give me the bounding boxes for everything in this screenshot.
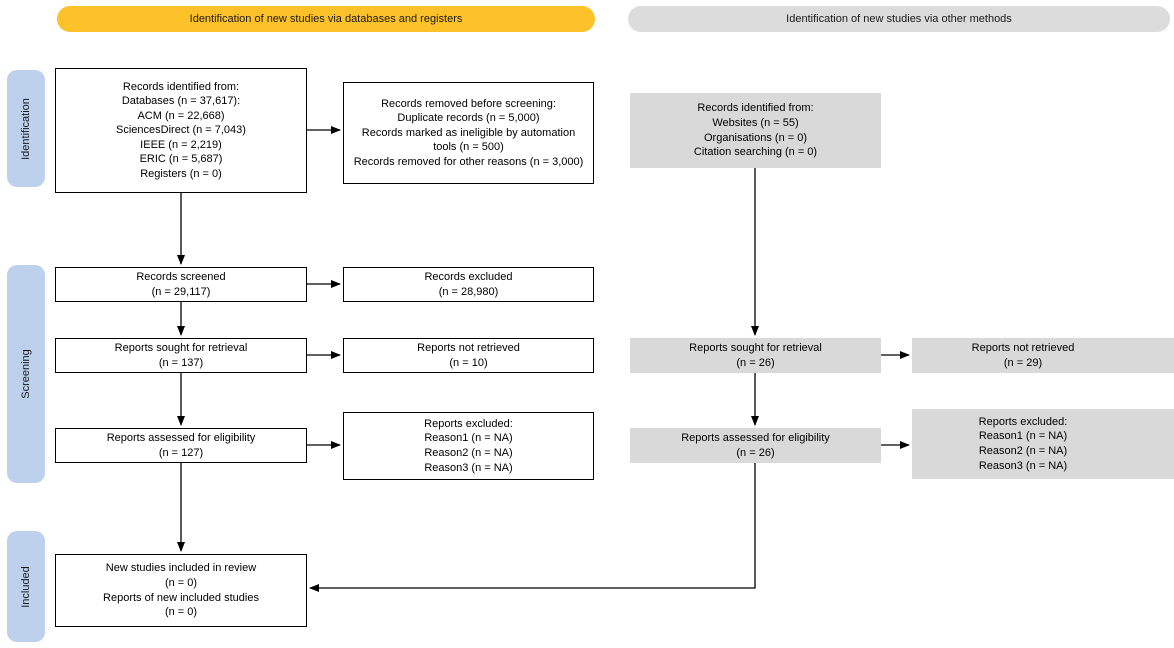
box-text-line: Reports of new included studies — [103, 591, 259, 604]
box-text-line: ERIC (n = 5,687) — [139, 153, 223, 166]
box-text-line: (n = 137) — [158, 356, 204, 369]
box-records-identified-databases: Records identified from: Databases (n = 3… — [55, 68, 307, 193]
box-reports-assessed-other: Reports assessed for eligibility (n = 26) — [630, 428, 881, 463]
box-text-line: (n = 26) — [736, 446, 775, 459]
box-text-line: Reports excluded: — [978, 415, 1068, 428]
box-text-line: Records identified from: — [697, 102, 814, 115]
box-text-line: (n = 29,117) — [151, 285, 211, 298]
box-text-line: (n = 127) — [158, 446, 204, 459]
box-text-line: (n = 0) — [164, 606, 198, 619]
box-text-line: Reports sought for retrieval — [114, 341, 248, 354]
box-text-line: Records marked as ineligible by automati… — [361, 126, 576, 154]
box-text-line: Duplicate records (n = 5,000) — [397, 112, 540, 125]
box-text-line: Reports not retrieved — [971, 341, 1075, 354]
box-text-line: (n = 28,980) — [438, 285, 499, 298]
box-text-line: Citation searching (n = 0) — [693, 146, 818, 159]
box-text-line: (n = 10) — [449, 356, 488, 369]
box-text-line: Records identified from: — [122, 80, 240, 93]
box-records-identified-other: Records identified from:Websites (n = 55… — [630, 93, 881, 168]
box-text-line: (n = 26) — [736, 356, 775, 369]
box-text-line: Reason3 (n = NA) — [978, 459, 1068, 472]
stage-label-included-text: Included — [20, 565, 32, 608]
box-text-line: Records screened — [136, 270, 226, 283]
box-reports-sought-databases: Reports sought for retrieval (n = 137) — [55, 338, 307, 373]
box-text-line: Reason2 (n = NA) — [978, 445, 1068, 457]
box-text-line: Registers (n = 0) — [140, 167, 222, 180]
banner-other-methods: Identification of new studies via other … — [628, 6, 1170, 32]
box-text-line: Reason1 (n = NA) — [424, 432, 513, 445]
box-text-line: Reports sought for retrieval — [689, 341, 822, 354]
box-reports-excluded-other: Reports excluded: Reason1 (n = NA) Reason2… — [912, 409, 1174, 479]
box-text-line: Reason3 (n = NA) — [424, 461, 513, 474]
stage-label-included: Included — [7, 531, 45, 642]
box-new-studies-included: New studies included in review(n = 0)Rep… — [55, 554, 307, 627]
box-text-line: Reason1 (n = NA) — [978, 430, 1068, 443]
stage-label-identification-text: Identification — [20, 97, 33, 160]
stage-label-identification: Identification — [7, 70, 45, 187]
box-text-line: IEEE (n = 2,219) — [140, 138, 222, 151]
box-text-line: Records removed before screening: — [381, 97, 556, 110]
box-records-removed-before-screening: Records removed before screening: Duplica… — [343, 82, 594, 184]
box-text-line: Organisations (n = 0) — [703, 131, 808, 144]
stage-label-screening-text: Screening — [20, 349, 33, 399]
box-reports-sought-other: Reports sought for retrieval (n = 26) — [630, 338, 881, 373]
box-text-line: ACM (n = 22,668) — [137, 109, 225, 122]
box-text-line: Reports excluded: — [424, 417, 513, 430]
box-reports-not-retrieved-databases: Reports not retrieved (n = 10) — [343, 338, 594, 373]
box-text-line: Websites (n = 55) — [712, 116, 799, 129]
box-text-line: (n = 0) — [164, 576, 198, 589]
box-reports-not-retrieved-other: Reports not retrieved (n = 29) — [912, 338, 1174, 373]
box-text-line: Records removed for other reasons (n = 3… — [353, 155, 584, 168]
box-text-line: Records excluded — [424, 270, 513, 283]
banner-databases-registers: Identification of new studies via databa… — [57, 6, 595, 32]
box-records-screened: Records screened (n = 29,117) — [55, 267, 307, 302]
box-records-excluded: Records excluded (n = 28,980) — [343, 267, 594, 302]
box-text-line: SciencesDirect (n = 7,043) — [116, 124, 246, 137]
box-reports-excluded-databases: Reports excluded: Reason1 (n = NA) Reason2… — [343, 412, 594, 480]
box-text-line: Reports assessed for eligibility — [681, 431, 830, 444]
stage-label-screening: Screening — [7, 265, 45, 483]
box-text-line: Reports assessed for eligibility — [106, 431, 256, 444]
box-text-line: Databases (n = 37,617): — [121, 95, 241, 108]
box-text-line: (n = 29) — [1003, 356, 1043, 369]
box-reports-assessed-databases: Reports assessed for eligibility (n = 127… — [55, 428, 307, 463]
box-text-line: Reason2 (n = NA) — [424, 447, 513, 459]
box-text-line: New studies included in review — [105, 562, 257, 575]
box-text-line: Reports not retrieved — [417, 341, 520, 354]
